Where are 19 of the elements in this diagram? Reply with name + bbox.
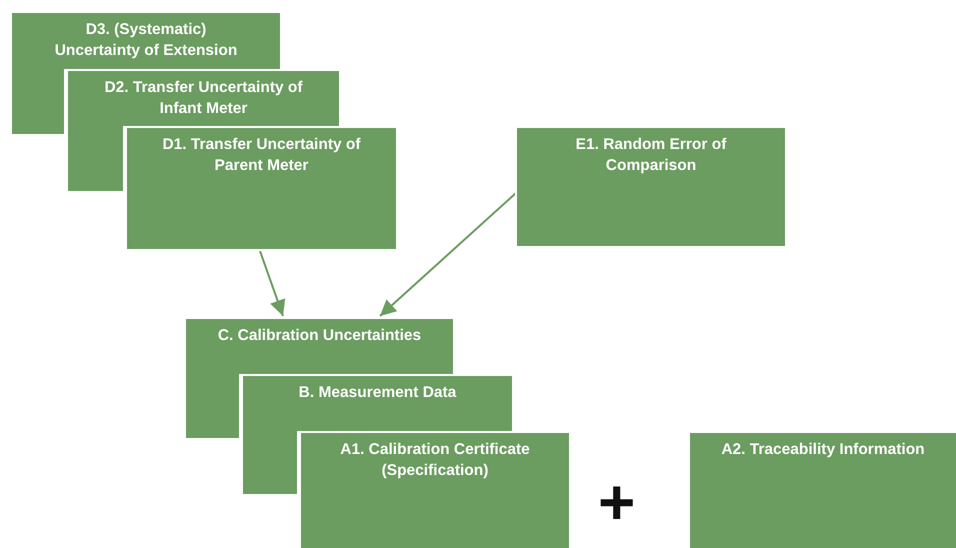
process-box — [66, 69, 341, 126]
process-box — [688, 431, 956, 548]
box-title: D2. Transfer Uncertainty of Infant Meter — [103, 78, 304, 119]
box-title: A1. Calibration Certificate (Specification) — [339, 440, 531, 481]
process-box — [515, 126, 787, 248]
process-box — [241, 374, 514, 431]
box-title: D1. Transfer Uncertainty of Parent Meter — [161, 135, 362, 176]
process-box — [299, 431, 571, 548]
arrow — [259, 250, 286, 316]
process-box — [10, 11, 282, 69]
plus-sign: + — [598, 470, 636, 534]
process-box — [184, 317, 455, 374]
box-title: E1. Random Error of Comparison — [574, 135, 728, 176]
arrow — [379, 192, 517, 317]
box-title: D3. (Systematic) Uncertainty of Extension — [54, 20, 238, 61]
box-title: B. Measurement Data — [298, 383, 458, 403]
process-box — [125, 126, 398, 251]
box-title: A2. Traceability Information — [720, 440, 926, 460]
box-title: C. Calibration Uncertainties — [216, 326, 422, 346]
